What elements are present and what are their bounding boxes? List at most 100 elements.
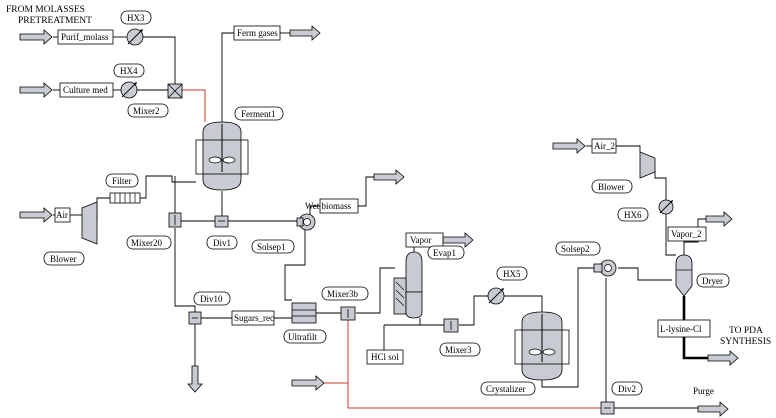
outlet-arrow-vapor-2[interactable] (705, 211, 733, 227)
ferment1-vessel[interactable] (195, 121, 249, 191)
label-blower-2-text: Blower (598, 182, 625, 192)
tag-air: Air (54, 207, 71, 223)
label-ferment1-text: Ferment1 (241, 109, 276, 119)
tag-ferm-gases: Ferm gases (233, 25, 281, 41)
hx3-heat-exchanger[interactable] (126, 28, 144, 46)
label-blower-2: Blower (591, 179, 633, 194)
label-hx6: HX6 (617, 207, 649, 222)
label-filter: Filter (105, 173, 139, 188)
label-div10-text: Div10 (200, 294, 223, 304)
label-div2: Div2 (611, 381, 643, 396)
label-div10: Div10 (193, 291, 231, 306)
hx4-heat-exchanger[interactable] (120, 81, 138, 99)
label-hx6-text: HX6 (624, 210, 642, 220)
tag-purge-text: Purge (693, 386, 714, 396)
tag-sugars-rec: Sugars_rec (231, 310, 275, 326)
tag-vapor-text: Vapor (410, 235, 432, 245)
label-div1: Div1 (206, 235, 238, 250)
label-mixer2: Mixer2 (127, 103, 169, 118)
tag-purif-molass: Purif_molass (57, 29, 114, 45)
tag-wet-biomass-text: Wet biomass (305, 201, 352, 211)
feed-arrow-air[interactable] (19, 207, 53, 223)
tag-purif-molass-text: Purif_molass (61, 32, 109, 42)
tag-hcl-sol-text: HCl sol (371, 352, 399, 362)
label-mixer20: Mixer20 (126, 235, 172, 250)
label-hx5-text: HX5 (503, 269, 521, 279)
filter-unit[interactable] (109, 192, 141, 204)
tag-air-2: Air_2 (591, 138, 617, 154)
tag-air-2-text: Air_2 (594, 141, 615, 151)
feed-arrow-air-2[interactable] (552, 138, 586, 154)
label-div1-text: Div1 (213, 238, 231, 248)
blower-2[interactable] (639, 151, 656, 179)
label-filter-text: Filter (112, 176, 132, 186)
label-hx4-text: HX4 (120, 66, 138, 76)
div10-splitter[interactable] (188, 311, 202, 325)
label-dryer-text: Dryer (702, 276, 723, 286)
label-evap1-text: Evap1 (433, 248, 456, 258)
mixer3b-unit[interactable] (340, 306, 356, 321)
label-mixer3b-text: Mixer3b (327, 289, 358, 299)
label-dryer: Dryer (696, 273, 730, 288)
outlet-arrow-wet-biomass[interactable] (373, 169, 405, 185)
label-mixer3b: Mixer3b (321, 286, 369, 301)
tag-l-lysine: L-lysine-Cl (657, 319, 711, 338)
hx6-heat-exchanger[interactable] (658, 199, 674, 215)
label-blower-1-text: Blower (50, 254, 77, 264)
feed-arrow-purif-molass[interactable] (19, 29, 53, 45)
label-hx5: HX5 (496, 266, 528, 281)
label-hx3-text: HX3 (127, 13, 145, 23)
tag-hcl-sol: HCl sol (366, 349, 404, 365)
outlet-arrow-ferm-gases[interactable] (289, 25, 321, 41)
label-ultrafilt: Ultrafilt (283, 329, 327, 344)
div1-splitter[interactable] (214, 215, 229, 228)
feed-arrow-culture-med[interactable] (19, 82, 53, 98)
label-blower-1: Blower (43, 251, 85, 266)
label-solsep2-text: Solsep2 (561, 244, 590, 254)
label-evap1: Evap1 (427, 245, 465, 260)
label-ultrafilt-text: Ultrafilt (288, 332, 317, 342)
mixer20-unit[interactable] (168, 212, 182, 228)
label-solsep1-text: Solsep1 (257, 242, 286, 252)
outlet-title-line1: TO PDA (729, 326, 763, 336)
outlet-arrow-vapor[interactable] (442, 232, 474, 248)
label-solsep2: Solsep2 (555, 241, 601, 256)
feed-arrow-hcl[interactable] (291, 375, 325, 391)
tag-vapor: Vapor (405, 232, 444, 248)
div2-splitter[interactable] (600, 401, 615, 415)
solsep1-separator[interactable] (296, 213, 316, 231)
tag-sugars-rec-text: Sugars_rec (234, 313, 274, 323)
crystalizer-vessel[interactable] (514, 311, 570, 381)
tag-air-text: Air (56, 210, 68, 220)
tag-vapor-2-text: Vapor_2 (671, 229, 702, 239)
label-ferment1: Ferment1 (234, 106, 284, 121)
mixer3-unit[interactable] (443, 318, 459, 333)
tag-ferm-gases-text: Ferm gases (237, 28, 278, 38)
tag-wet-biomass: Wet biomass (305, 198, 359, 214)
source-title-line2: PRETREATMENT (18, 16, 92, 26)
label-solsep1: Solsep1 (251, 239, 295, 254)
tag-l-lysine-text: L-lysine-Cl (660, 324, 702, 334)
label-crystalizer: Crystalizer (480, 381, 536, 396)
outlet-arrow-purge[interactable] (697, 401, 729, 417)
mixer2-unit[interactable] (167, 83, 183, 99)
outlet-arrow-down[interactable] (187, 365, 203, 393)
ultrafilt-unit[interactable] (291, 302, 317, 324)
tag-vapor-2: Vapor_2 (667, 226, 707, 242)
label-mixer20-text: Mixer20 (131, 238, 162, 248)
label-hx3: HX3 (120, 10, 152, 25)
evap1-evaporator[interactable] (393, 251, 423, 319)
source-title-line1: FROM MOLASSES (6, 5, 85, 15)
tag-culture-med: Culture med (59, 82, 114, 98)
label-mixer3-text: Mixer3 (445, 345, 472, 355)
solsep2-separator[interactable] (593, 259, 617, 277)
label-crystalizer-text: Crystalizer (486, 384, 526, 394)
hx5-heat-exchanger[interactable] (487, 287, 505, 305)
label-hx4: HX4 (113, 63, 145, 78)
blower-1[interactable] (81, 201, 98, 245)
outlet-arrow-lysine[interactable] (707, 350, 739, 366)
label-div2-text: Div2 (618, 384, 636, 394)
tag-culture-med-text: Culture med (63, 85, 108, 95)
dryer-unit[interactable] (675, 254, 693, 297)
